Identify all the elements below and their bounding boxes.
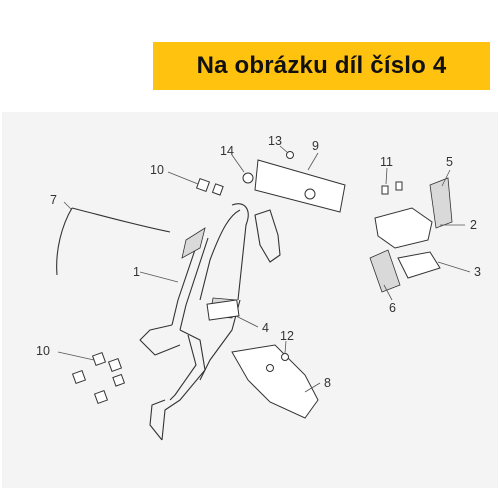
part-number-banner: Na obrázku díl číslo 4 [153, 42, 490, 90]
part-7-cable [56, 207, 171, 276]
part-9-plate [242, 159, 346, 213]
callout-12: 12 [280, 329, 294, 343]
part-6-rubber-pad [369, 249, 401, 293]
part-13-screw [286, 151, 294, 159]
leader-lines [57, 145, 471, 393]
callout-11: 11 [380, 155, 393, 169]
callout-9: 9 [312, 139, 319, 153]
callout-3: 3 [474, 265, 481, 279]
callout-5: 5 [446, 155, 453, 169]
callout-10-upper: 10 [150, 163, 164, 177]
callout-10-lower: 10 [36, 344, 50, 358]
diagram-background [2, 112, 498, 488]
part-10-bolt-group-lower [71, 351, 126, 405]
callout-14: 14 [220, 144, 234, 158]
part-11-screws [381, 181, 403, 195]
part-10-bolt-upper [195, 177, 224, 196]
part-8-lower-guard [231, 344, 319, 419]
exploded-parts-diagram: 1 2 3 4 5 6 7 8 9 10 10 11 12 13 14 [2, 112, 498, 488]
part-12-screws [266, 353, 289, 372]
callout-1: 1 [133, 265, 140, 279]
callout-13: 13 [268, 134, 282, 148]
part-5-rubber-pad [429, 177, 453, 229]
part-3-cover [397, 251, 441, 279]
callout-8: 8 [324, 376, 331, 390]
banner-text: Na obrázku díl číslo 4 [196, 52, 447, 79]
callout-4: 4 [262, 321, 269, 335]
callout-2: 2 [470, 218, 477, 232]
part-2-housing [374, 207, 433, 249]
callout-7: 7 [50, 193, 57, 207]
part-4-sleeve [206, 299, 240, 321]
callout-6: 6 [389, 301, 396, 315]
